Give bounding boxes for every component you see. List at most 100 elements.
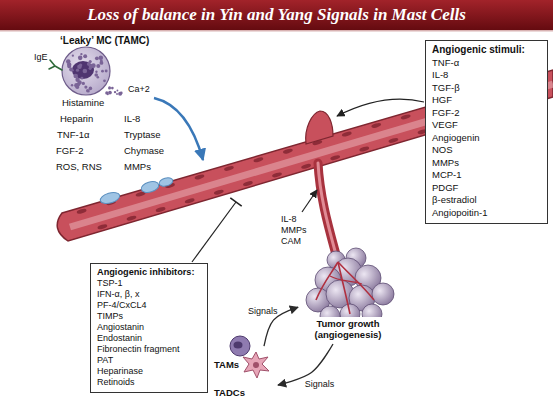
granule <box>100 60 103 63</box>
endothelial-nucleus <box>126 215 137 222</box>
edge-label: Signals <box>305 379 335 389</box>
banner-rule <box>0 30 553 32</box>
list-item: Fibronectin fragment <box>97 344 201 355</box>
node-label: TADCs <box>214 387 278 398</box>
granule-blob <box>99 190 121 205</box>
capillary <box>338 262 350 314</box>
endothelial-nucleus <box>253 156 264 163</box>
list-item: FGF-2 <box>432 107 541 120</box>
mediator-label: MMPs <box>124 161 151 172</box>
mediator-label: TNF-1α <box>57 129 89 140</box>
list-item: MMPs <box>432 157 541 170</box>
factor-label: IL-8 <box>281 214 297 225</box>
tadc-nucleus <box>253 362 259 368</box>
granule <box>103 79 106 82</box>
endothelial-nucleus <box>359 146 370 153</box>
granule <box>86 89 89 92</box>
endothelial-nucleus <box>272 172 283 179</box>
granule <box>96 64 100 68</box>
ige-receptor <box>49 60 62 70</box>
edge-label: Signals <box>248 306 278 316</box>
endothelial-nucleus <box>224 165 235 172</box>
granule <box>80 53 82 55</box>
inhibition-bar <box>230 198 241 206</box>
granule <box>101 70 104 73</box>
mediator-label: IL-8 <box>124 113 140 124</box>
granule <box>114 91 116 93</box>
granule <box>116 93 118 95</box>
mast-cell-granules <box>66 53 123 96</box>
list-item: Endostanin <box>97 333 201 344</box>
granule <box>67 62 71 66</box>
mediator-label: Heparin <box>60 113 93 124</box>
node-label: ‘Leaky’ MC (TAMC) <box>40 35 160 47</box>
granule <box>80 77 83 80</box>
tumor-cells <box>306 248 394 326</box>
granule <box>91 63 96 68</box>
capillary <box>316 262 338 300</box>
list-item: β-estradiol <box>432 194 541 207</box>
list-item: Retinoids <box>97 377 201 388</box>
granule <box>120 92 123 95</box>
granule <box>73 74 78 79</box>
list-item: TGF-β <box>432 82 541 95</box>
mediator-label: Chymase <box>124 145 164 156</box>
mast-cell-nucleus <box>72 61 94 79</box>
granule-blob <box>158 176 174 188</box>
list-item: Angiopoitin-1 <box>432 207 541 220</box>
endothelial-nucleus <box>330 154 341 161</box>
granule <box>105 70 108 73</box>
endothelial-nucleus <box>155 206 166 213</box>
list-item: TNF-α <box>432 57 541 70</box>
list-item: PAT <box>97 355 201 366</box>
endothelial-nucleus <box>194 174 205 181</box>
mediator-label: ROS, RNS <box>56 161 102 172</box>
endothelial-nucleus <box>301 163 312 170</box>
granule <box>84 86 87 89</box>
tam-nucleus <box>234 342 243 349</box>
list-item: Angiogenin <box>432 132 541 145</box>
list-item: MCP-1 <box>432 169 541 182</box>
node-label: TAMs <box>214 359 264 370</box>
cell-node: TAMs <box>214 336 264 370</box>
granule <box>95 56 99 60</box>
cell-node: TADCs <box>214 372 278 398</box>
endothelial-nucleus <box>341 131 352 138</box>
endothelial-nucleus <box>283 148 294 155</box>
box-heading: Angiogenic stimuli: <box>432 44 541 57</box>
capillary <box>338 262 374 300</box>
mediator-label: IgE <box>34 52 48 63</box>
granule <box>71 84 74 87</box>
granule <box>83 69 88 74</box>
list-item: TIMPs <box>97 311 201 322</box>
diagram-title: Loss of balance in Yin and Yang Signals … <box>0 0 553 30</box>
info-box: Angiogenic inhibitors:TSP-1IFN-α, β, xPF… <box>90 263 208 393</box>
granule <box>82 82 85 85</box>
endothelial-nucleus <box>213 189 224 196</box>
info-box: Angiogenic stimuli:TNF-αIL-8TGF-βHGFFGF-… <box>425 40 548 224</box>
granule <box>77 64 82 69</box>
title-banner <box>0 0 553 30</box>
mediator-label: FGF-2 <box>56 145 83 156</box>
granule <box>76 69 79 72</box>
granule <box>111 87 114 90</box>
mediator-label: Ca+2 <box>128 84 150 95</box>
list-item: HGF <box>432 94 541 107</box>
granule <box>83 54 87 58</box>
granule <box>78 56 83 61</box>
capillary <box>330 276 362 284</box>
granule <box>97 76 100 79</box>
mediator-label: Histamine <box>62 97 104 108</box>
granule <box>69 67 73 71</box>
endothelial-nucleus <box>371 122 382 129</box>
granule-blob <box>140 180 160 195</box>
list-item: NOS <box>432 144 541 157</box>
list-item: IL-8 <box>432 69 541 82</box>
inhibition-line <box>192 202 236 262</box>
endothelial-nucleus <box>400 114 411 121</box>
tumor-node: Tumor growth (angiogenesis) <box>298 252 398 344</box>
granule <box>116 90 118 92</box>
box-heading: Angiogenic inhibitors: <box>97 267 201 278</box>
granule <box>72 55 74 57</box>
factor-label: MMPs <box>281 225 307 236</box>
